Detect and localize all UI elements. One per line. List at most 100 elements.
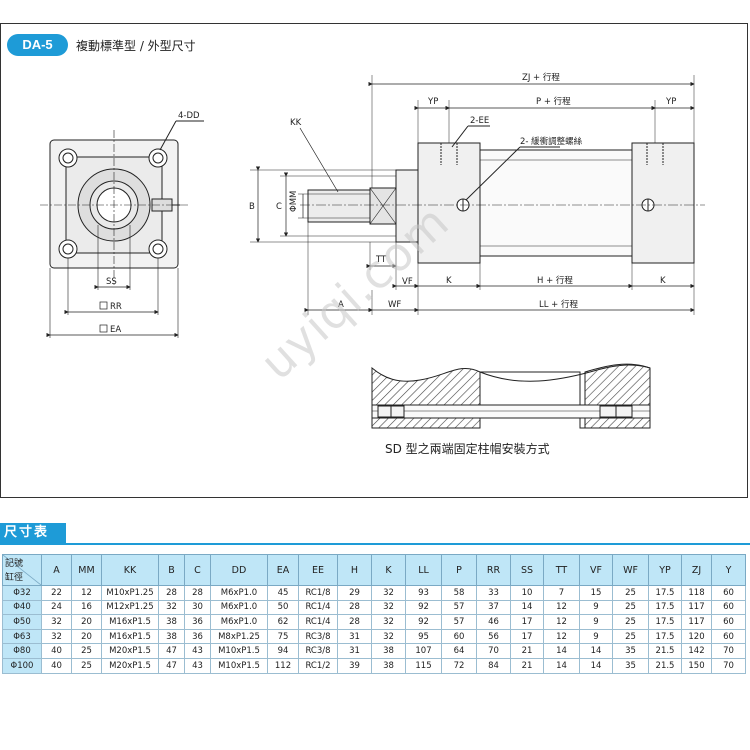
label-h: H + 行程	[537, 275, 573, 286]
cell-ss: 17	[510, 614, 544, 630]
cell-ss: 17	[510, 628, 544, 645]
model-title: 複動標準型 / 外型尺寸	[76, 39, 196, 53]
bore-cell: Φ40	[2, 599, 42, 616]
cell-h: 31	[337, 628, 372, 645]
cell-k: 38	[371, 643, 406, 659]
cell-wf: 25	[612, 628, 649, 645]
cell-ea: 45	[267, 585, 299, 601]
cell-p: 72	[441, 657, 477, 674]
cell-ll: 95	[405, 628, 442, 645]
cell-yp: 17.5	[648, 585, 682, 601]
cell-tt: 14	[543, 657, 580, 674]
cell-y: 60	[711, 585, 746, 601]
cell-tt: 7	[543, 585, 580, 601]
cell-vf: 9	[579, 628, 613, 645]
cell-wf: 35	[612, 657, 649, 674]
cell-dd: M10xP1.5	[210, 657, 268, 674]
cell-zj: 120	[681, 628, 712, 645]
label-zj: ZJ + 行程	[522, 72, 560, 83]
label-yp-right: YP	[665, 97, 676, 107]
cell-a: 24	[41, 599, 72, 616]
cell-tt: 12	[543, 614, 580, 630]
cell-wf: 35	[612, 643, 649, 659]
label-k-left: K	[446, 276, 452, 286]
label-ll: LL + 行程	[539, 299, 578, 310]
label-p: P + 行程	[536, 96, 571, 107]
cell-p: 57	[441, 599, 477, 616]
cell-vf: 14	[579, 643, 613, 659]
cell-a: 22	[41, 585, 72, 601]
column-header-kk: KK	[101, 554, 159, 586]
label-b: B	[249, 202, 255, 212]
label-dd: 4-DD	[178, 111, 200, 121]
cell-y: 70	[711, 657, 746, 674]
cell-kk: M10xP1.25	[101, 585, 159, 601]
label-mm: ΦMM	[289, 191, 299, 212]
cell-kk: M16xP1.5	[101, 614, 159, 630]
cell-zj: 117	[681, 599, 712, 616]
sd-mount-detail	[371, 363, 651, 429]
cell-rr: 33	[476, 585, 511, 601]
label-wf: WF	[388, 300, 401, 310]
technical-drawing: 4-DD SS RR EA	[40, 72, 705, 429]
cell-k: 32	[371, 599, 406, 616]
cell-mm: 12	[71, 585, 102, 601]
cell-kk: M16xP1.5	[101, 628, 159, 645]
column-header-ss: SS	[510, 554, 544, 586]
label-ee: 2-EE	[470, 116, 489, 126]
cell-wf: 25	[612, 614, 649, 630]
column-header-c: C	[184, 554, 211, 586]
bore-cell: Φ50	[2, 614, 42, 630]
cell-zj: 142	[681, 643, 712, 659]
cell-ss: 21	[510, 643, 544, 659]
table-title: 尺寸表	[0, 523, 66, 543]
cell-mm: 20	[71, 614, 102, 630]
label-cushion: 2- 緩衝調整螺絲	[520, 136, 583, 147]
cell-ee: RC1/4	[298, 599, 338, 616]
cell-ea: 112	[267, 657, 299, 674]
cell-tt: 12	[543, 599, 580, 616]
cell-yp: 17.5	[648, 614, 682, 630]
cell-yp: 17.5	[648, 599, 682, 616]
cell-rr: 70	[476, 643, 511, 659]
cell-a: 40	[41, 643, 72, 659]
cell-ll: 92	[405, 614, 442, 630]
cell-kk: M20xP1.5	[101, 657, 159, 674]
cell-ee: RC3/8	[298, 628, 338, 645]
cell-yp: 21.5	[648, 643, 682, 659]
table-title-rule	[0, 543, 750, 545]
cell-a: 40	[41, 657, 72, 674]
column-header-a: A	[41, 554, 72, 586]
column-header-y: Y	[711, 554, 746, 586]
cell-ee: RC1/2	[298, 657, 338, 674]
cell-ss: 14	[510, 599, 544, 616]
cell-ll: 93	[405, 585, 442, 601]
cell-y: 60	[711, 614, 746, 630]
cell-k: 32	[371, 614, 406, 630]
cell-h: 29	[337, 585, 372, 601]
cell-p: 60	[441, 628, 477, 645]
cell-c: 43	[184, 657, 211, 674]
cell-ea: 94	[267, 643, 299, 659]
cell-rr: 37	[476, 599, 511, 616]
label-rr: RR	[110, 302, 122, 312]
label-c: C	[276, 202, 282, 212]
model-badge: DA-5	[7, 34, 68, 56]
label-tt: TT	[375, 255, 387, 265]
side-view	[250, 75, 705, 315]
cell-ll: 115	[405, 657, 442, 674]
cell-kk: M12xP1.25	[101, 599, 159, 616]
cell-dd: M6xP1.0	[210, 599, 268, 616]
cell-zj: 150	[681, 657, 712, 674]
cell-b: 32	[158, 599, 185, 616]
cell-ee: RC3/8	[298, 643, 338, 659]
cell-dd: M10xP1.5	[210, 643, 268, 659]
sd-caption: SD 型之兩端固定柱帽安裝方式	[385, 442, 550, 456]
